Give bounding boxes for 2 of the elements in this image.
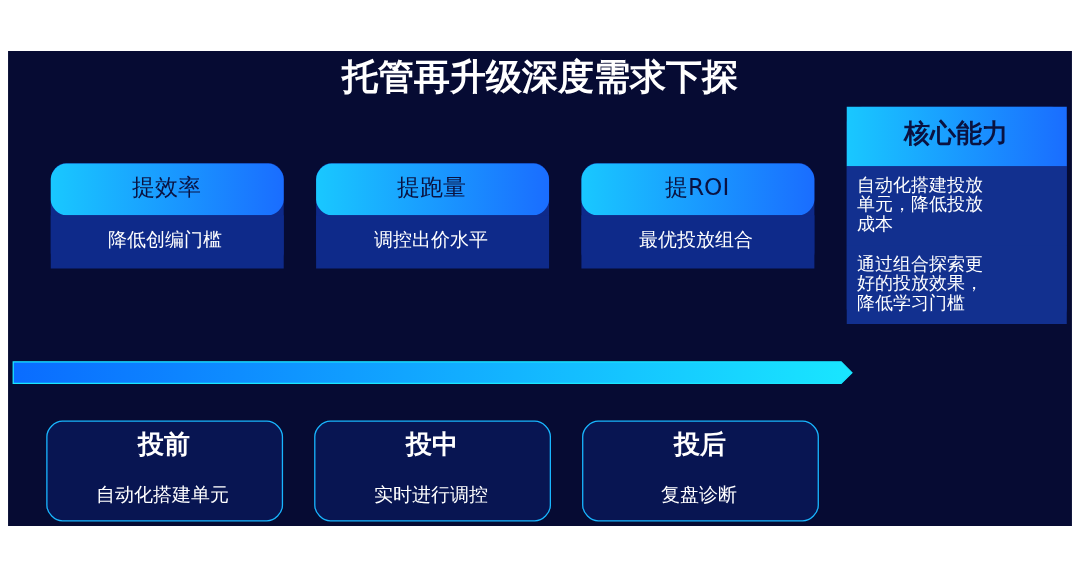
node-bar: [12, 360, 853, 384]
diagram-title: 托管再升级深度需求下探: [341, 54, 738, 98]
